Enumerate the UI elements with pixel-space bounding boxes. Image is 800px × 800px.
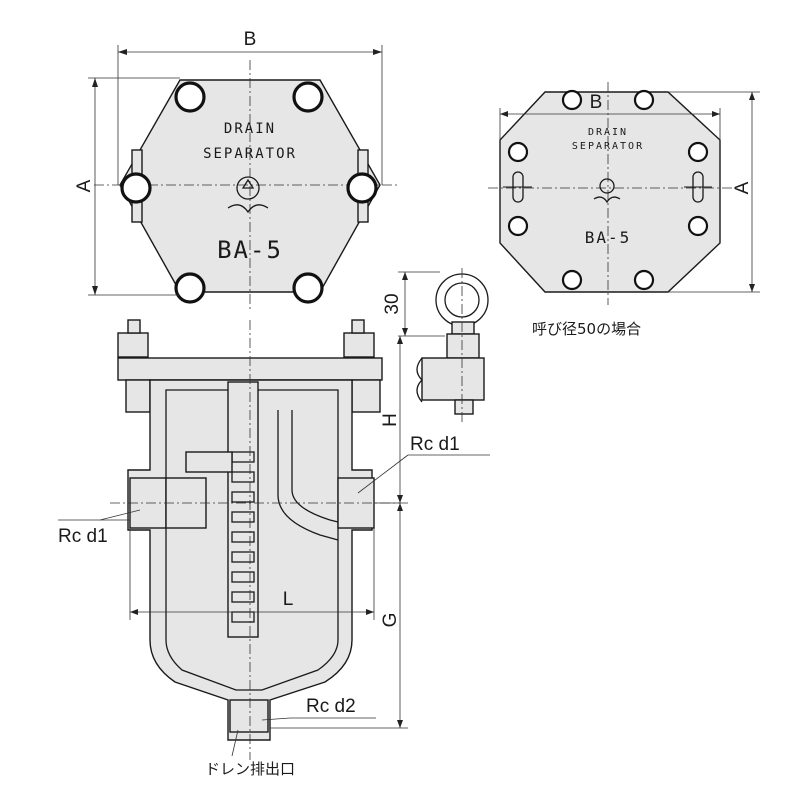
dimension-l: L bbox=[129, 528, 375, 620]
dimension-b-small: B bbox=[499, 92, 721, 140]
leader-rc-d2 bbox=[261, 717, 376, 721]
dimension-h-label: H bbox=[380, 413, 401, 427]
dimension-h: H bbox=[374, 336, 408, 504]
nameplate-line2: SEPARATOR bbox=[203, 146, 297, 162]
manufacturer-logo-icon bbox=[227, 176, 269, 214]
nameplate-small-model: BA-5 bbox=[585, 228, 632, 247]
label-rc-d2: Rc d2 bbox=[306, 696, 356, 717]
cover-bolt-icon bbox=[343, 332, 375, 358]
dimension-b-small-label: B bbox=[590, 92, 603, 113]
nameplate-small-line1: DRAIN bbox=[588, 127, 628, 138]
manufacturer-logo-icon bbox=[593, 178, 621, 204]
side-lug-icon bbox=[684, 171, 712, 203]
nameplate-model: BA-5 bbox=[217, 236, 283, 264]
dimension-a-label: A bbox=[74, 179, 95, 192]
dimension-g-label: G bbox=[380, 613, 401, 628]
leader-rc-d1-right bbox=[357, 454, 490, 494]
cover-bolt-icon bbox=[174, 81, 206, 113]
label-rc-d1-left: Rc d1 bbox=[58, 526, 108, 547]
cover-bolt-icon bbox=[687, 141, 709, 163]
cover-bolt-icon bbox=[561, 89, 583, 111]
top-view-hexagon: DRAIN SEPARATOR BA-5 bbox=[94, 60, 400, 310]
cover-bolt-icon bbox=[120, 172, 152, 204]
cover-bolt-icon bbox=[292, 81, 324, 113]
cover-bolt-icon bbox=[633, 89, 655, 111]
cover-bolt-icon bbox=[507, 215, 529, 237]
note-drain-outlet: ドレン排出口 bbox=[205, 760, 295, 778]
dimension-b-top: B bbox=[117, 29, 383, 185]
dimension-g: G bbox=[270, 503, 408, 729]
dimension-30-label: 30 bbox=[382, 293, 403, 314]
leader-rc-d1-left bbox=[58, 509, 141, 521]
dimension-a-small-label: A bbox=[732, 181, 753, 194]
nameplate-small-line2: SEPARATOR bbox=[572, 141, 644, 152]
note-nominal-50: 呼び径50の場合 bbox=[532, 320, 641, 338]
nameplate-line1: DRAIN bbox=[224, 121, 276, 137]
cover-bolt-icon bbox=[561, 269, 583, 291]
cover-bolt-icon bbox=[292, 272, 324, 304]
cover-bolt-icon bbox=[117, 332, 149, 358]
top-view-octagon-nominal-50: DRAIN SEPARATOR BA-5 bbox=[488, 82, 735, 305]
leader-drain-outlet bbox=[231, 729, 239, 757]
cover-bolt-icon bbox=[687, 215, 709, 237]
cover-bolt-icon bbox=[633, 269, 655, 291]
dimension-l-label: L bbox=[283, 589, 294, 610]
cover-bolt-icon bbox=[174, 272, 206, 304]
dimension-b-label: B bbox=[244, 29, 257, 50]
eye-bolt-detail bbox=[416, 268, 489, 425]
dimension-a-small: A bbox=[668, 91, 760, 293]
label-rc-d1-right: Rc d1 bbox=[410, 434, 460, 455]
side-lug-icon bbox=[503, 171, 532, 203]
cover-bolt-icon bbox=[346, 172, 378, 204]
sectional-elevation bbox=[110, 319, 400, 760]
dimension-30: 30 bbox=[382, 271, 445, 337]
cover-bolt-icon bbox=[507, 141, 529, 163]
dimension-a-top: A bbox=[74, 77, 180, 296]
